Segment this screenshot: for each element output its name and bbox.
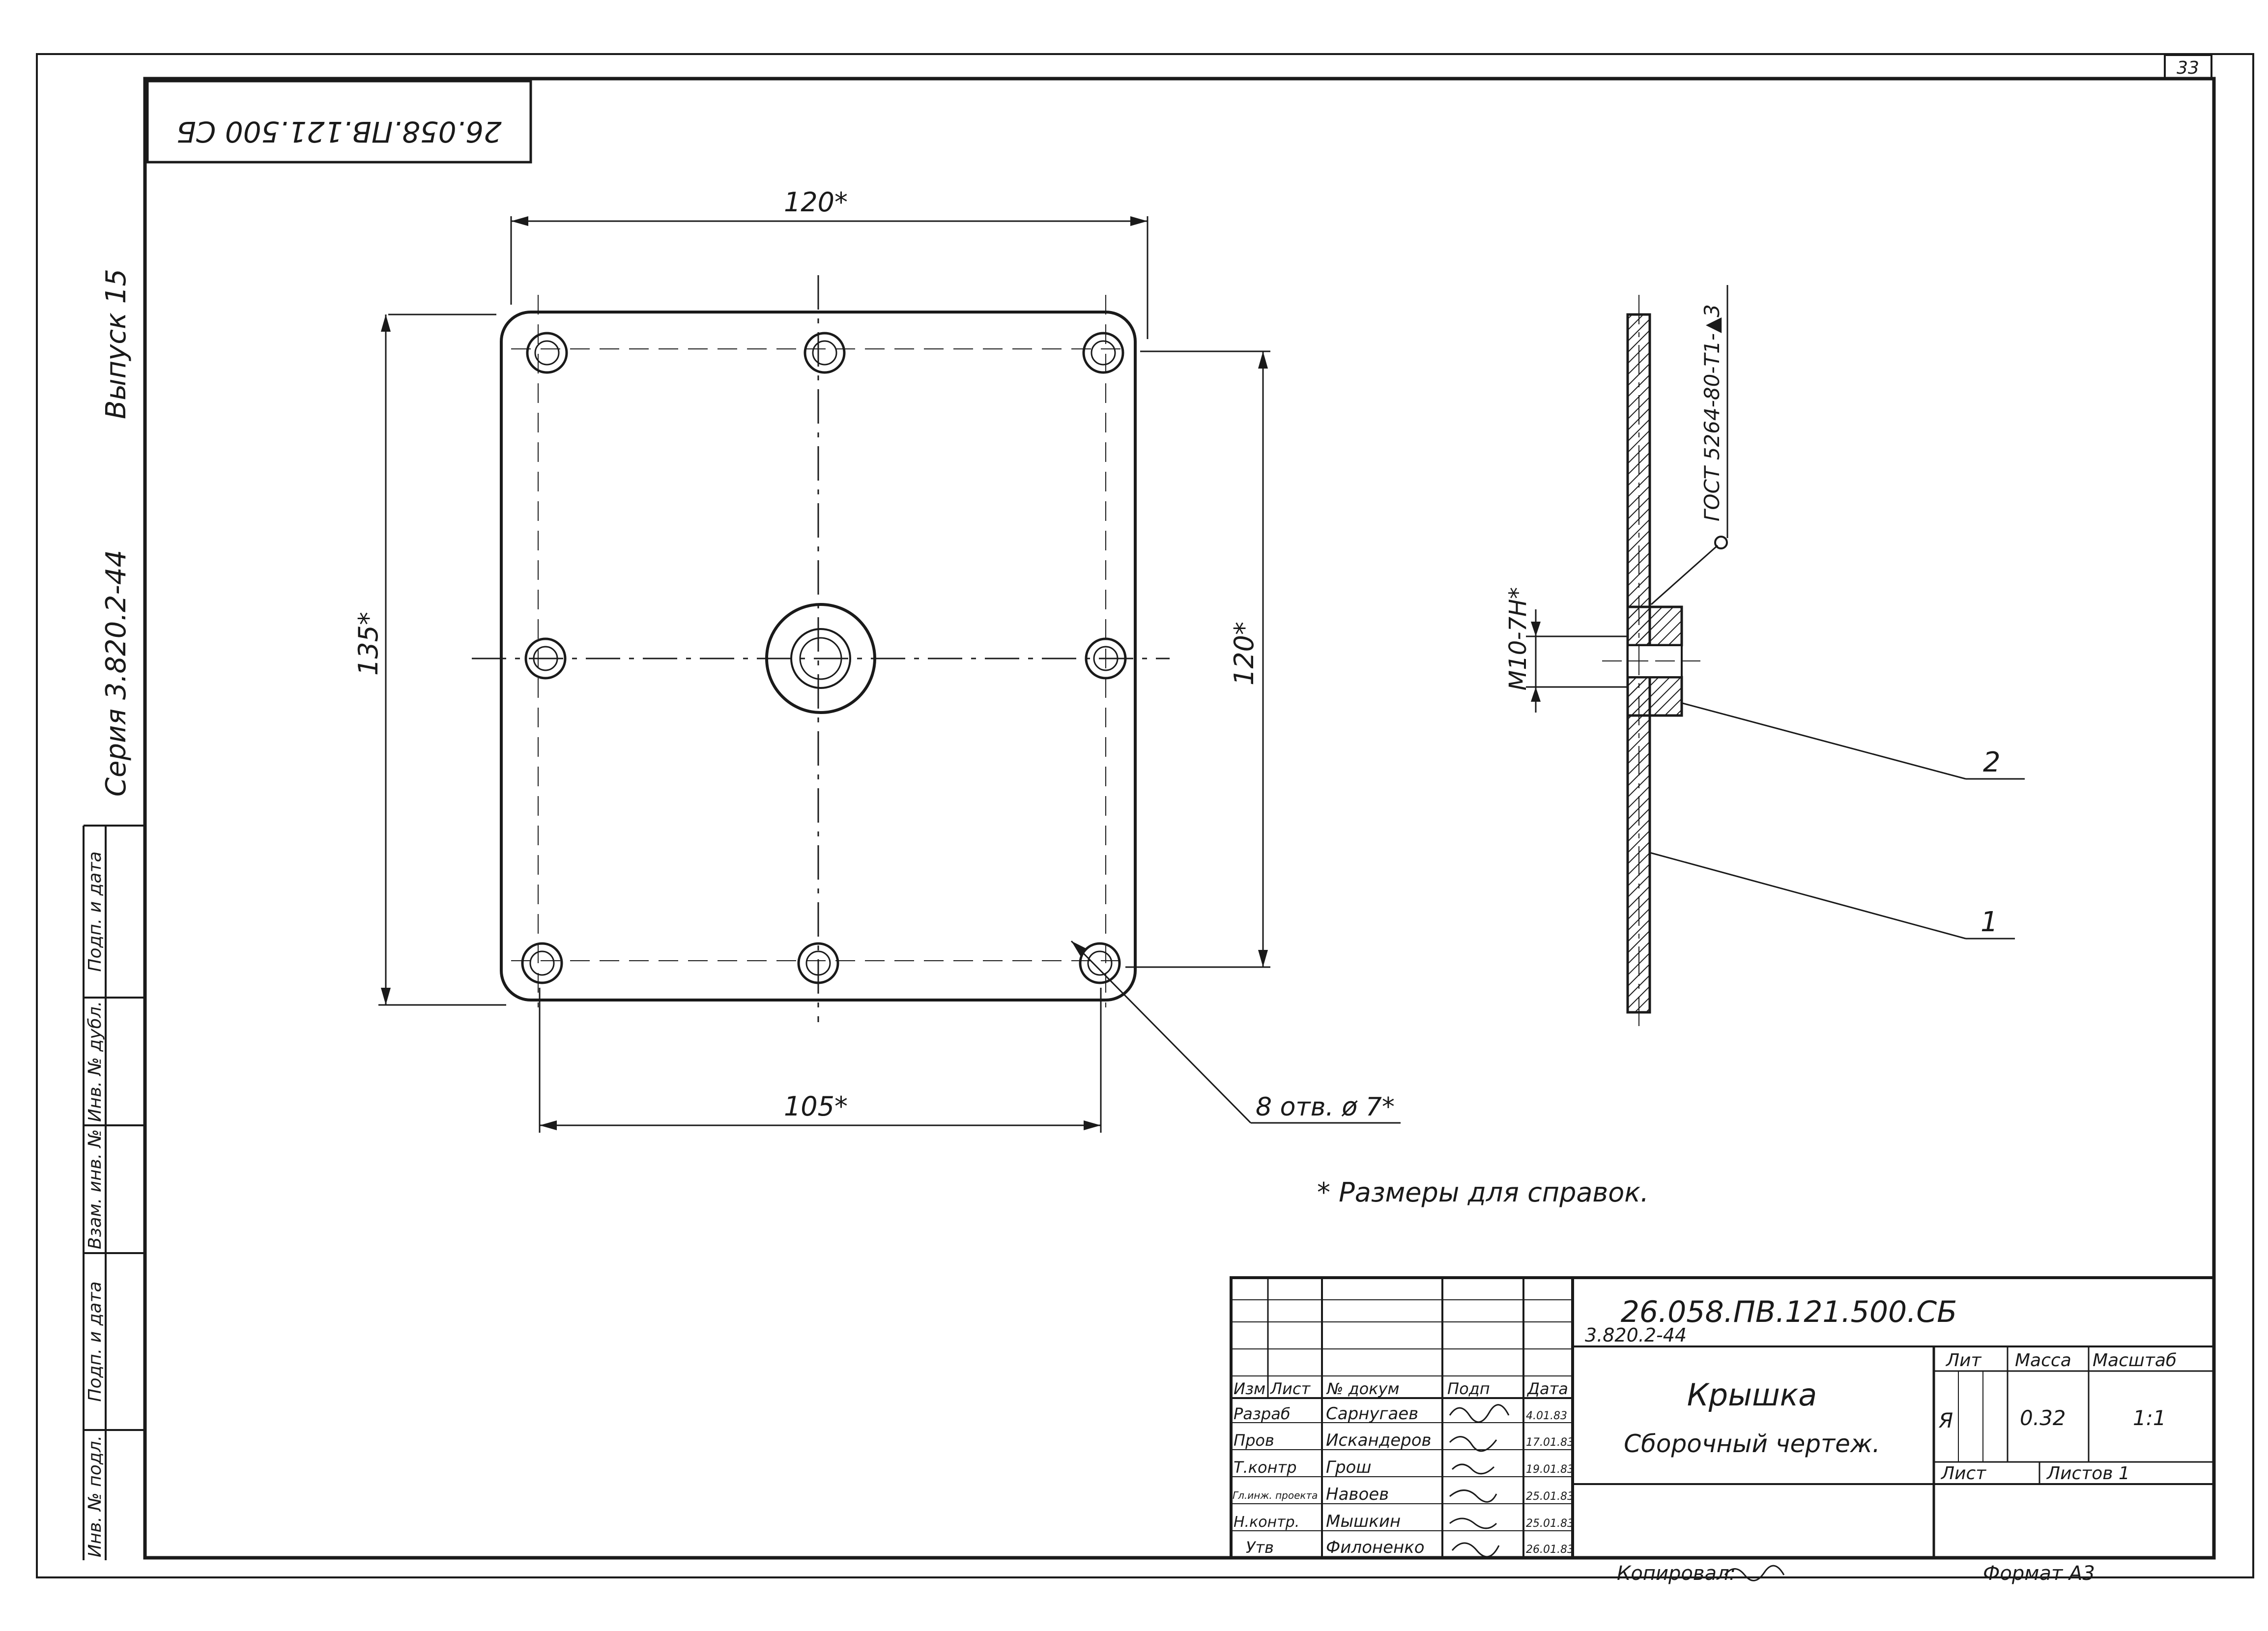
tb-name-tkontr: Грош (1326, 1458, 1371, 1477)
tb-scale-value: 1:1 (2133, 1406, 2166, 1430)
tb-role-utv: Утв (1246, 1538, 1274, 1557)
tb-role-glinzh: Гл.инж. проекта (1233, 1489, 1318, 1501)
dim-left-height: 135* (353, 314, 506, 1006)
plate-front-view (472, 275, 1170, 1022)
tb-sheet-label: Лист (1940, 1463, 1986, 1484)
dim-thread: М10-7Н* (1504, 587, 1628, 713)
holes-leader: 8 отв. ø 7* (1070, 940, 1401, 1124)
section-view (1602, 295, 1700, 1027)
weld-label: ГОСТ 5264-80-Т1-▲3 (1700, 304, 1724, 521)
series-label: Серия 3.820.2-44 (100, 550, 132, 797)
hole-top-right (1082, 332, 1124, 374)
tb-role-razrab: Разраб (1234, 1404, 1291, 1423)
tb-role-prov: Пров (1234, 1431, 1274, 1450)
tb-role-nkontr: Н.контр. (1234, 1514, 1299, 1531)
tb-name-prov: Искандеров (1326, 1431, 1432, 1450)
hole-bottom-right (1079, 942, 1121, 984)
tb-designation: 26.058.ПВ.121.500.СБ (1621, 1295, 1957, 1329)
plate-outline (500, 311, 1137, 1001)
tb-name-utv: Филоненко (1326, 1538, 1425, 1557)
tb-date-utv: 26.01.83 (1526, 1544, 1574, 1556)
callout-part-2: 2 (1680, 702, 2025, 780)
sheet-number-box (2164, 54, 2212, 80)
tb-date-razrab: 4.01.83 (1526, 1410, 1567, 1422)
dim-bottom-width: 105* (539, 988, 1102, 1133)
dim-top-width: 120* (510, 187, 1148, 339)
tb-header-data: Дата (1526, 1379, 1568, 1398)
copied-by-label: Копировал: (1617, 1562, 1736, 1585)
title-block: Изм Лист № докум Подп Дата Разраб Сарнуг… (1230, 1276, 2215, 1559)
sheet-number: 33 (2177, 58, 2199, 78)
callout-part-1-label: 1 (1981, 906, 1998, 938)
hole-middle-right (1085, 637, 1127, 680)
weld-leader: ГОСТ 5264-80-Т1-▲3 (1651, 285, 1728, 605)
tb-date-tkontr: 19.01.83 (1526, 1463, 1574, 1476)
dim-right-height-label: 120* (1229, 622, 1260, 686)
tb-name-line2: Сборочный чертеж. (1624, 1430, 1880, 1458)
tb-header-list: Лист (1270, 1379, 1311, 1398)
tb-date-glinzh: 25.01.83 (1526, 1490, 1574, 1503)
tb-header-doc: № докум (1326, 1379, 1400, 1398)
tb-sheets-label: Листов 1 (2046, 1463, 2130, 1484)
central-boss (765, 603, 876, 714)
dim-left-height-label: 135* (353, 612, 384, 676)
tb-scale-label: Масштаб (2093, 1350, 2177, 1371)
reference-note: * Размеры для справок. (1317, 1177, 1649, 1208)
tb-name-glinzh: Навоев (1326, 1485, 1389, 1504)
stamp-box (146, 80, 532, 164)
tb-date-nkontr: 25.01.83 (1526, 1517, 1574, 1530)
tb-mass-label: Масса (2015, 1350, 2071, 1371)
strip-label-vzam: Взам. инв. № (85, 1129, 105, 1249)
dim-thread-label: М10-7Н* (1504, 587, 1532, 690)
hole-bottom-center (797, 942, 839, 984)
section-nut-upper (1626, 605, 1683, 647)
callout-part-2-label: 2 (1983, 746, 2001, 778)
strip-label-inv-podl: Инв. № подл. (85, 1435, 105, 1557)
tb-lit-value: Я (1938, 1408, 1953, 1432)
tb-name-razrab: Сарнугаев (1326, 1404, 1418, 1424)
strip-label-dubl: Инв. № дубл. (85, 1001, 105, 1122)
tb-mass-value: 0.32 (2020, 1406, 2066, 1430)
tb-header-podp: Подп (1447, 1379, 1490, 1398)
tb-lit-label: Лит (1945, 1350, 1981, 1371)
issue-label: Выпуск 15 (100, 269, 132, 419)
hole-top-center (804, 332, 846, 374)
dim-bottom-width-label: 105* (784, 1091, 848, 1122)
tb-name-line1: Крышка (1687, 1377, 1817, 1413)
copied-by-signature (1724, 1565, 1785, 1581)
strip-label-podp-2: Подп. и дата (85, 851, 105, 972)
left-signature-strip: Инв. № подл. Подп. и дата Взам. инв. № И… (83, 825, 145, 1560)
callout-part-1: 1 (1649, 852, 2015, 940)
dim-right-height: 120* (1125, 350, 1270, 968)
hole-top-left (526, 332, 568, 374)
tb-date-prov: 17.01.83 (1526, 1436, 1574, 1449)
strip-label-podp-1: Подп. и дата (85, 1281, 105, 1402)
tb-name-nkontr: Мышкин (1326, 1512, 1401, 1531)
hole-bottom-left (521, 942, 563, 984)
tb-role-tkontr: Т.контр (1234, 1458, 1297, 1477)
drawing-frame (143, 77, 2216, 1560)
format-label: Формат А3 (1983, 1562, 2095, 1585)
tb-header-izm: Изм (1234, 1379, 1265, 1398)
outer-frame (36, 53, 2254, 1578)
section-nut-lower (1626, 676, 1683, 717)
hole-middle-left (524, 637, 567, 680)
tb-series-small: 3.820.2-44 (1585, 1324, 1687, 1346)
dim-top-width-label: 120* (784, 187, 848, 218)
holes-label: 8 отв. ø 7* (1256, 1092, 1395, 1122)
stamp-code: 26.058.ПВ.121.500 СБ (176, 115, 502, 148)
